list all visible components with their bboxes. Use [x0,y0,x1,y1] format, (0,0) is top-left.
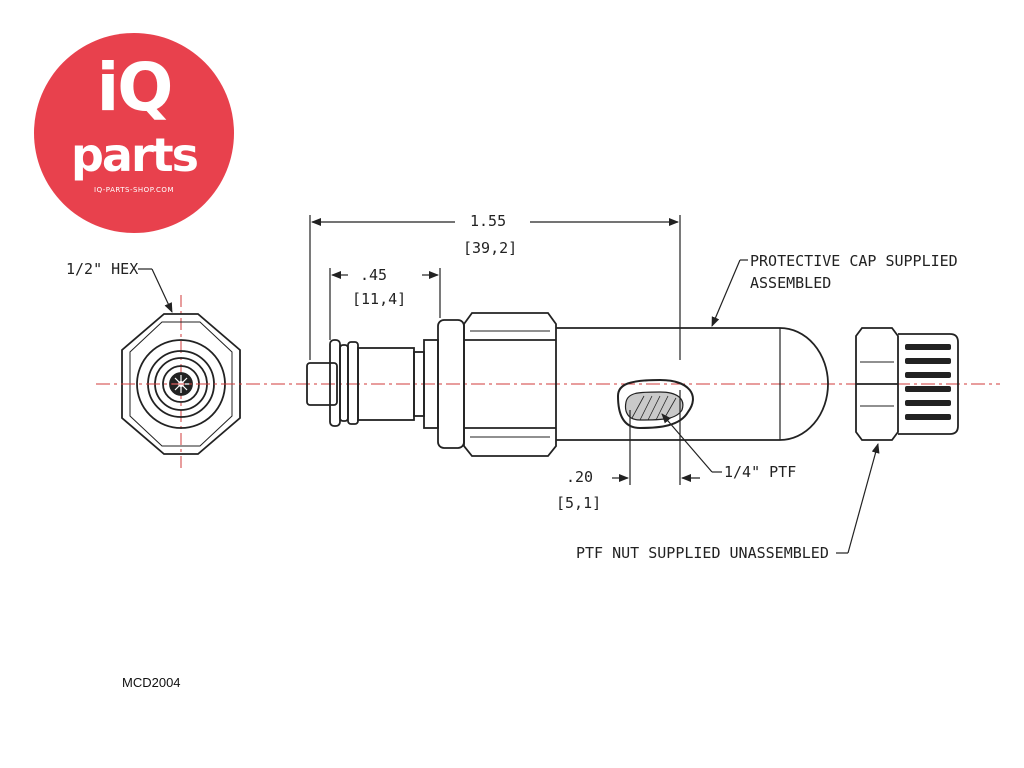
hex-outline [121,313,241,455]
body-hex-nut [463,312,557,457]
hex-leader-arrow [151,268,173,313]
nut-note-leader-arrow [847,443,880,554]
hex-inner [129,321,233,447]
logo-url-text: IQ-PARTS-SHOP.COM [94,186,174,194]
overall-length-inch: 1.55 [470,212,506,230]
nut-note: PTF NUT SUPPLIED UNASSEMBLED [576,544,829,562]
thread-offset-mm: [5,1] [556,494,601,512]
dimension-thread-offset [612,390,700,485]
coupling-side-view [306,312,829,457]
hex-end-view [121,295,241,468]
dimension-stem [329,268,441,340]
stem-length-inch: .45 [360,266,387,284]
dimension-overall [309,215,681,360]
ptf-nut [855,327,959,441]
cap-note-line1: PROTECTIVE CAP SUPPLIED [750,252,958,270]
logo-parts-text: parts [70,128,199,182]
hex-label: 1/2" HEX [66,260,138,278]
knurl-ribs [905,344,951,420]
part-number: MCD2004 [122,675,181,690]
iq-parts-logo: iQ parts IQ-PARTS-SHOP.COM [34,33,234,233]
protective-cap [556,327,829,441]
thread-label: 1/4" PTF [724,463,796,481]
thread-leader-arrow [661,413,713,473]
cap-note-leader-arrow [711,259,741,327]
thread-offset-inch: .20 [566,468,593,486]
cap-note-line2: ASSEMBLED [750,274,831,292]
ptf-thread-cutaway [616,378,694,430]
logo-iq-text: iQ [96,49,174,126]
stem-length-mm: [11,4] [352,290,406,308]
overall-length-mm: [39,2] [463,239,517,257]
